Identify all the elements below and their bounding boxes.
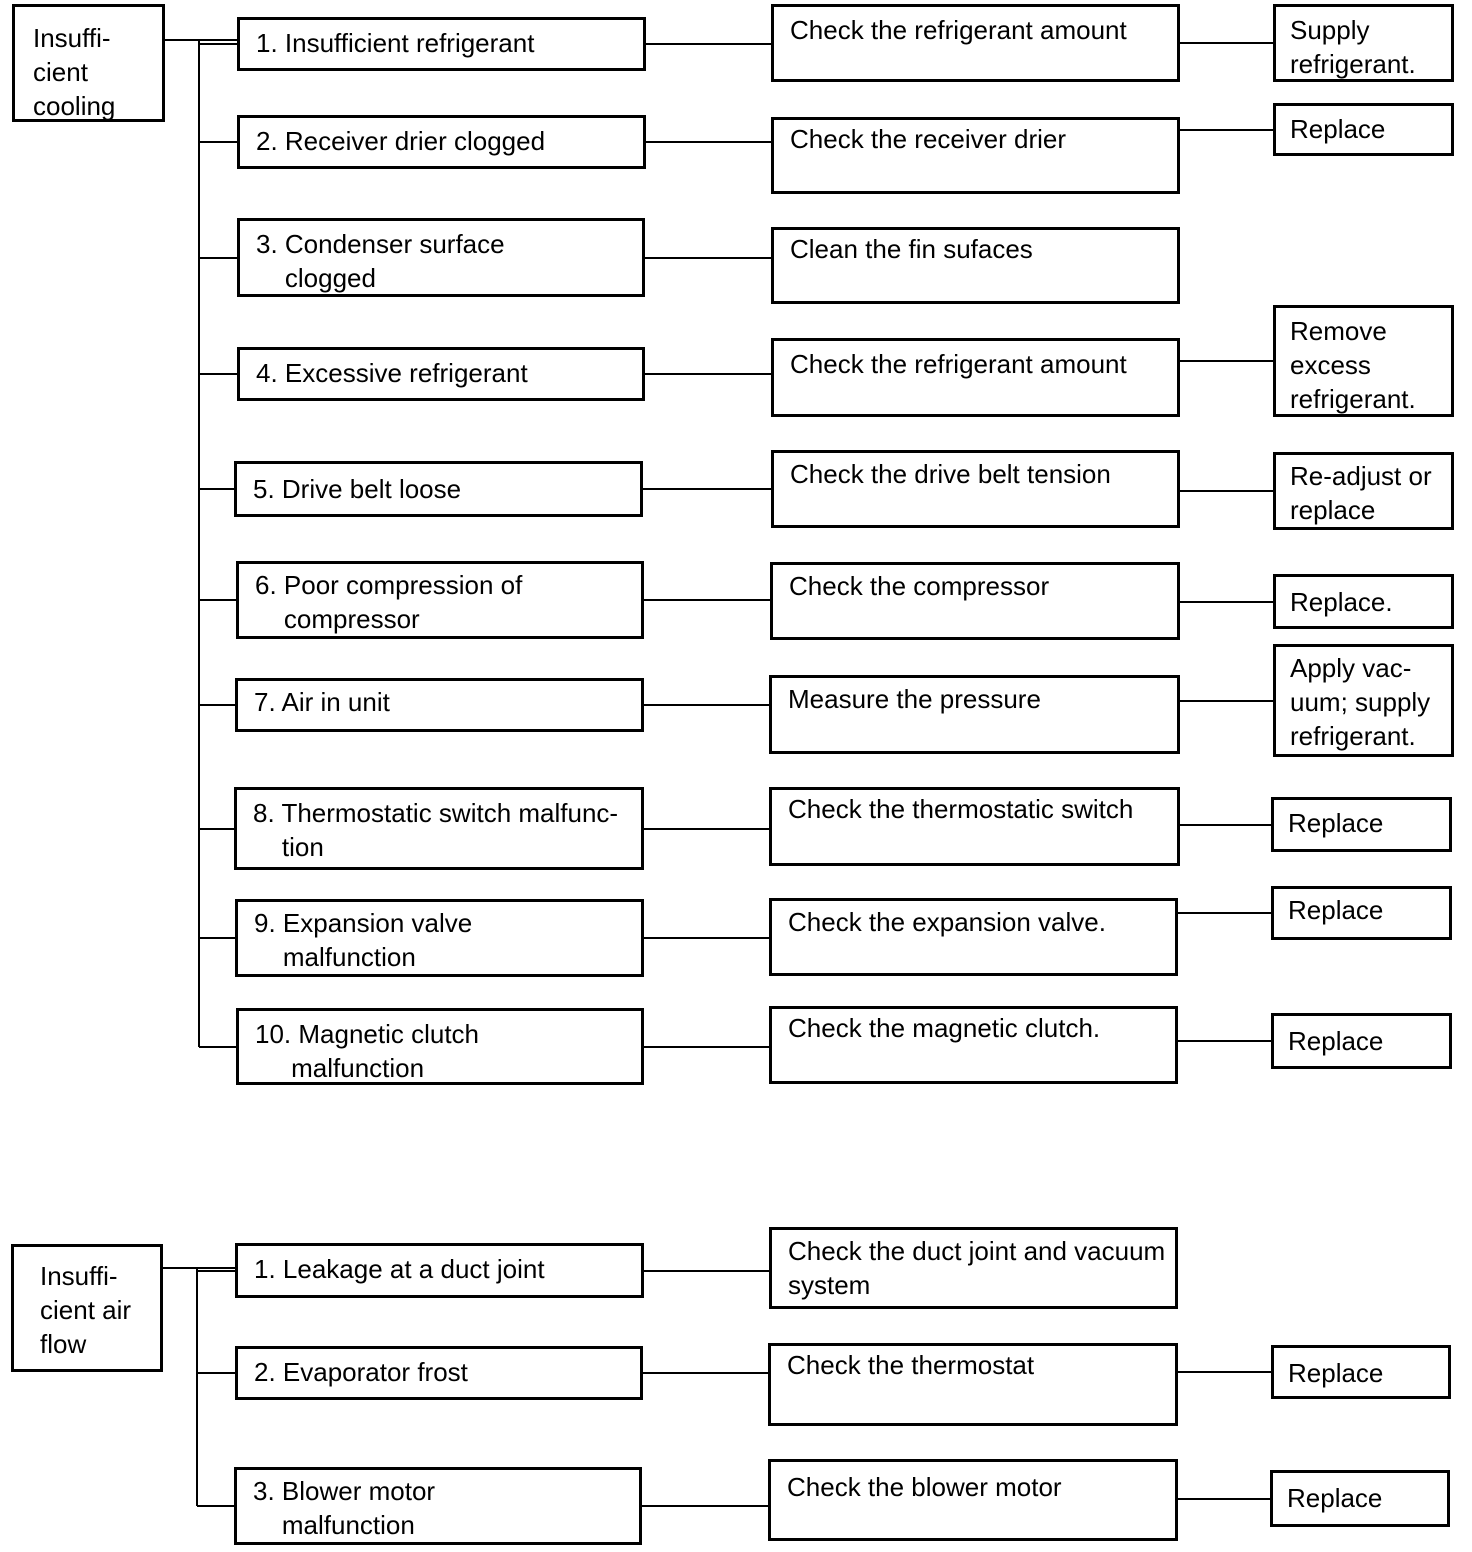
cause-box: 5. Drive belt loose: [234, 461, 643, 517]
check-remedy-connector: [1180, 42, 1273, 44]
remedy-box: Replace: [1271, 1013, 1452, 1069]
branch-connector: [199, 1045, 236, 1048]
check-remedy-connector: [1178, 1040, 1271, 1042]
branch-connector: [197, 1372, 235, 1374]
branch-connector: [199, 704, 235, 706]
cause-box: 1. Insufficient refrigerant: [237, 17, 646, 71]
cause-box: 6. Poor compression of compressor: [236, 561, 644, 639]
cause-box: 3. Condenser surface clogged: [237, 218, 645, 297]
check-box: Clean the fin sufaces: [771, 227, 1180, 304]
check-box: Check the compressor: [770, 562, 1180, 640]
branch-connector: [199, 256, 237, 259]
symptom-box: Insuffi- cient air flow: [11, 1244, 163, 1372]
cause-box: 4. Excessive refrigerant: [237, 347, 645, 401]
check-box: Check the expansion valve.: [769, 898, 1178, 976]
remedy-box: Replace: [1271, 1345, 1451, 1399]
branch-connector: [197, 1269, 235, 1272]
cause-box: 7. Air in unit: [235, 678, 644, 732]
cause-check-connector: [645, 256, 771, 259]
cause-box: 10. Magnetic clutch malfunction: [236, 1008, 644, 1085]
cause-box: 2. Receiver drier clogged: [237, 115, 646, 169]
trunk-line: [198, 40, 200, 1047]
remedy-box: Replace: [1271, 797, 1452, 852]
check-remedy-connector: [1178, 1497, 1270, 1500]
check-remedy-connector: [1180, 600, 1273, 603]
cause-check-connector: [644, 827, 769, 830]
check-box: Check the blower motor: [768, 1459, 1178, 1541]
cause-check-connector: [643, 488, 771, 490]
cause-box: 1. Leakage at a duct joint: [235, 1243, 644, 1298]
check-remedy-connector: [1178, 1371, 1271, 1373]
trunk-line: [196, 1268, 198, 1506]
remedy-box: Supply refrigerant.: [1273, 4, 1454, 82]
check-remedy-connector: [1180, 699, 1273, 702]
remedy-box: Remove excess refrigerant.: [1273, 305, 1454, 417]
symptom-connector: [163, 1267, 235, 1269]
check-remedy-connector: [1180, 490, 1273, 492]
cause-check-connector: [644, 704, 769, 706]
remedy-box: Apply vac- uum; supply refrigerant.: [1273, 644, 1454, 757]
remedy-box: Re-adjust or replace: [1273, 452, 1454, 530]
check-box: Check the thermostatic switch: [769, 787, 1180, 866]
remedy-box: Replace: [1271, 886, 1452, 940]
branch-connector: [199, 43, 237, 45]
symptom-box: Insuffi- cient cooling: [12, 4, 165, 122]
check-box: Measure the pressure: [769, 675, 1180, 754]
branch-connector: [199, 599, 236, 601]
check-remedy-connector: [1180, 823, 1271, 826]
check-box: Check the thermostat: [768, 1343, 1178, 1426]
symptom-connector: [165, 39, 237, 41]
cause-check-connector: [644, 1269, 769, 1272]
cause-check-connector: [644, 599, 770, 601]
cause-check-connector: [646, 141, 771, 143]
cause-check-connector: [646, 43, 771, 45]
cause-box: 2. Evaporator frost: [235, 1346, 643, 1400]
remedy-box: Replace.: [1273, 574, 1454, 629]
cause-box: 8. Thermostatic switch malfunc- tion: [234, 787, 644, 870]
check-box: Check the refrigerant amount: [771, 338, 1180, 417]
cause-box: 9. Expansion valve malfunction: [235, 899, 644, 977]
check-remedy-connector: [1178, 912, 1271, 914]
check-remedy-connector: [1180, 360, 1273, 362]
cause-check-connector: [643, 1372, 768, 1374]
check-box: Check the receiver drier: [771, 117, 1180, 194]
branch-connector: [199, 141, 237, 143]
cause-check-connector: [642, 1505, 768, 1507]
cause-check-connector: [644, 1045, 769, 1048]
cause-check-connector: [645, 373, 771, 375]
branch-connector: [199, 488, 234, 490]
check-box: Check the magnetic clutch.: [769, 1006, 1178, 1084]
check-box: Check the duct joint and vacuum system: [769, 1227, 1178, 1309]
branch-connector: [199, 373, 237, 375]
branch-connector: [199, 827, 234, 830]
cause-box: 3. Blower motor malfunction: [234, 1467, 642, 1545]
branch-connector: [197, 1505, 234, 1507]
check-box: Check the refrigerant amount: [771, 4, 1180, 82]
remedy-box: Replace: [1270, 1470, 1450, 1527]
branch-connector: [199, 937, 235, 939]
cause-check-connector: [644, 937, 769, 939]
remedy-box: Replace: [1273, 103, 1454, 156]
check-box: Check the drive belt tension: [771, 450, 1180, 528]
check-remedy-connector: [1180, 128, 1273, 131]
